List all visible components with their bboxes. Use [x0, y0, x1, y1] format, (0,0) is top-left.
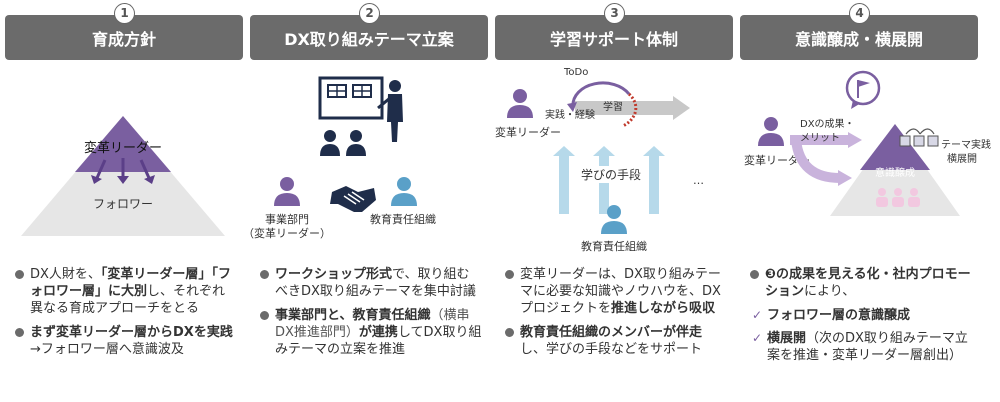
header-4-title: 意識醸成・横展開 — [794, 29, 923, 49]
education-org-label-3: 教育責任組織 — [581, 240, 647, 253]
support-arrows — [553, 146, 665, 214]
learning-cycle-diagram — [567, 81, 690, 128]
education-org-person-icon — [391, 177, 417, 206]
business-unit-sublabel: （変革リーダー） — [243, 227, 331, 240]
leader-person-icon — [507, 89, 533, 118]
leader-layer-label: 変革リーダー — [83, 141, 163, 156]
learn-label: 学習 — [603, 102, 623, 113]
sub-bullet-4a: ✓フォロワー層の意識醸成 — [752, 308, 911, 323]
bullet-3a: 変革リーダーは、DX取り組みテーマに必要な知識やノウハウを、DXプロジェクトを推… — [505, 266, 727, 317]
bullet-list-3: 変革リーダーは、DX取り組みテーマに必要な知識やノウハウを、DXプロジェクトを推… — [505, 266, 727, 365]
bullet-4a: ❸の成果を見える化・社内プロモーションにより、 — [750, 266, 972, 300]
column-3: 学習サポート体制 3 変革リーダー ToDo 実践・経験 学習 学びの手段 … … — [495, 0, 733, 402]
bullet-2a: ワークショップ形式で、取り組むべきDX取り組みテーマを集中討議 — [260, 266, 482, 300]
education-org-person-icon-3 — [601, 205, 627, 234]
leader-person-icon-4 — [758, 117, 784, 146]
presentation-icon — [318, 76, 403, 156]
step-badge-1: 1 — [114, 3, 135, 24]
bullet-3b: 教育責任組織のメンバーが伴走し、学びの手段などをサポート — [505, 324, 727, 358]
header-2-title: DX取り組みテーマ立案 — [284, 29, 454, 49]
check-icon: ✓ — [752, 308, 763, 322]
bullet-list-2: ワークショップ形式で、取り組むべきDX取り組みテーマを集中討議 事業部門と、教育… — [260, 266, 482, 365]
bullet-1a: DX人財を、「変革リーダー層」「フォロワー層」に大別し、それぞれ異なる育成アプロ… — [15, 266, 237, 317]
bullet-list-1: DX人財を、「変革リーダー層」「フォロワー層」に大別し、それぞれ異なる育成アプロ… — [15, 266, 237, 365]
sub-bullet-4b: ✓横展開（次のDX取り組みテーマ立案を推進・変革リーダー層創出） — [752, 331, 968, 363]
header-3-title: 学習サポート体制 — [549, 29, 678, 49]
handshake-icon — [330, 186, 376, 212]
awareness-label: 意識醸成 — [875, 168, 915, 179]
step-badge-4: 4 — [849, 3, 870, 24]
down-arrows-icon — [91, 158, 155, 184]
header-1-title: 育成方針 — [91, 29, 156, 49]
column-2: DX取り組みテーマ立案 2 事業部門 （変革リーダー） 教育責任組織 ワークショ… — [243, 0, 488, 402]
awareness-flow-diagram — [790, 124, 960, 216]
business-unit-label: 事業部門 — [265, 213, 309, 226]
step-badge-2: 2 — [359, 3, 380, 24]
merit-label-1: DXの成果・ — [800, 119, 855, 130]
learning-means-label: 学びの手段 — [579, 166, 644, 183]
merit-label-2: メリット — [800, 133, 840, 144]
flag-speech-bubble-icon — [845, 70, 881, 109]
business-person-icon — [274, 177, 300, 206]
follower-layer-label: フォロワー — [92, 197, 154, 211]
pyramid-diagram — [21, 116, 225, 236]
bullet-2b: 事業部門と、教育責任組織（横串DX推進部門）が連携してDX取り組みテーマの立案を… — [260, 307, 482, 358]
ellipsis-label: … — [693, 174, 704, 187]
practice-label: 実践・経験 — [545, 110, 595, 121]
bullet-1b: まず変革リーダー層からDXを実践→フォロワー層へ意識波及 — [15, 324, 237, 358]
step-badge-3: 3 — [604, 3, 625, 24]
check-icon: ✓ — [752, 331, 763, 345]
rollout-label: 横展開 — [947, 154, 977, 165]
theme-practice-label: テーマ実践 — [941, 140, 991, 151]
column-4: 意識醸成・横展開 4 変革リーダー DXの成果・ メリット テーマ実践 横展開 … — [740, 0, 991, 402]
leader-label-4: 変革リーダー — [744, 154, 810, 167]
pyramid-top — [75, 116, 171, 172]
leader-label: 変革リーダー — [495, 126, 561, 139]
bullet-list-4: ❸の成果を見える化・社内プロモーションにより、 ✓フォロワー層の意識醸成 ✓横展… — [750, 266, 972, 370]
todo-label: ToDo — [564, 67, 589, 78]
education-org-label: 教育責任組織 — [370, 213, 436, 226]
column-1: 育成方針 1 変革リーダー フォロワー DX人財を、「変革リーダー層」「フォロワ… — [5, 0, 243, 402]
